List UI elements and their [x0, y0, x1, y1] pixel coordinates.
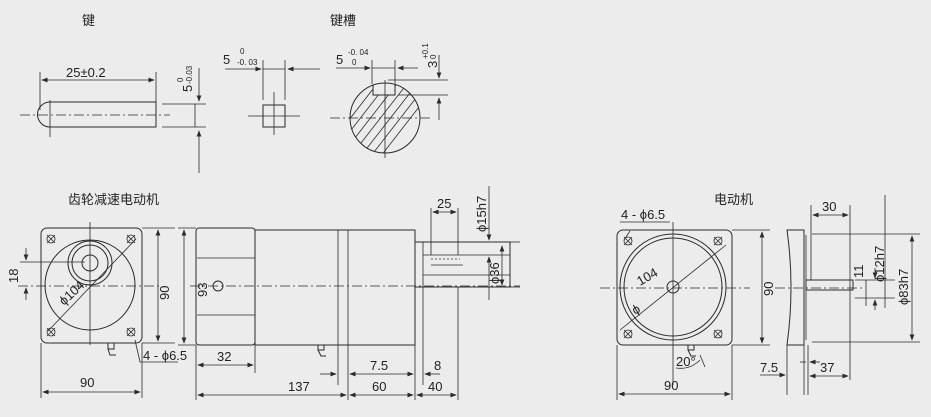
motor-front-width: 90	[664, 378, 678, 393]
gm-side-pilot-dia: ϕ36	[487, 262, 502, 284]
gm-side-shaft-len: 40	[428, 379, 442, 394]
motor-front-height: 90	[761, 282, 776, 296]
keyway-depth-tol-lower: 0	[429, 54, 438, 59]
key-drawing	[20, 68, 206, 173]
motor-side-pilot-dia: ϕ83h7	[896, 269, 911, 305]
key-section-width: 5	[223, 52, 230, 67]
key-section-drawing	[225, 60, 320, 135]
gm-side-gap: 7.5	[370, 358, 388, 373]
motor-front-holes: 4 - ϕ6.5	[621, 207, 665, 222]
gm-side-total-len: 137	[288, 379, 310, 394]
keyway-depth: 3	[425, 61, 440, 68]
gm-front-holes: 4 - ϕ6.5	[143, 348, 187, 363]
gm-front-offset: 18	[6, 269, 21, 283]
gm-front-width: 90	[80, 375, 94, 390]
motor-side-shaft-len: 30	[822, 199, 836, 214]
motor-front-pcd-symbol: ϕ	[629, 301, 643, 318]
motor-side-flange: 7.5	[760, 360, 778, 375]
gm-front-pcd: ϕ104	[56, 277, 87, 308]
key-length-label: 25±0.2	[66, 65, 106, 80]
key-width-label: 5	[180, 85, 195, 92]
key-width-tol-lower: -0.03	[185, 65, 194, 84]
motor-front-angle: 20°	[676, 354, 696, 369]
gear-motor-front-view	[18, 222, 178, 398]
motor-front-view	[600, 221, 770, 400]
key-width-tol-upper: 0	[176, 77, 185, 82]
key-section-tol-upper: 0	[240, 47, 245, 56]
keyway-drawing	[330, 55, 448, 158]
keyway-depth-tol-upper: +0.1	[421, 43, 430, 59]
keyway-tol-upper: -0. 04	[348, 48, 369, 57]
title-key: 键	[82, 14, 95, 29]
gm-side-spigot: 8	[434, 358, 441, 373]
keyway-width: 5	[336, 52, 343, 67]
title-gear-motor: 齿轮减速电动机	[68, 193, 159, 208]
gm-side-gearbox-len: 32	[217, 349, 231, 364]
gm-side-key-len: 25	[437, 196, 451, 211]
motor-side-view	[760, 195, 920, 395]
gm-side-shaft-dia: ϕ15h7	[474, 196, 489, 232]
title-keyway: 键槽	[330, 14, 356, 29]
motor-side-shaft-dia: ϕ12h7	[872, 246, 887, 282]
motor-side-length: 37	[820, 360, 834, 375]
gear-motor-side-view	[178, 186, 520, 400]
title-motor: 电动机	[714, 193, 753, 208]
key-section-tol-lower: -0. 03	[237, 58, 258, 67]
keyway-tol-lower: 0	[352, 58, 357, 67]
gm-side-motor-len: 60	[372, 379, 386, 394]
motor-side-flat: 11	[851, 265, 866, 279]
gm-side-height: 93	[195, 283, 210, 297]
gm-front-height: 90	[157, 286, 172, 300]
motor-front-pcd: 104	[634, 265, 660, 289]
